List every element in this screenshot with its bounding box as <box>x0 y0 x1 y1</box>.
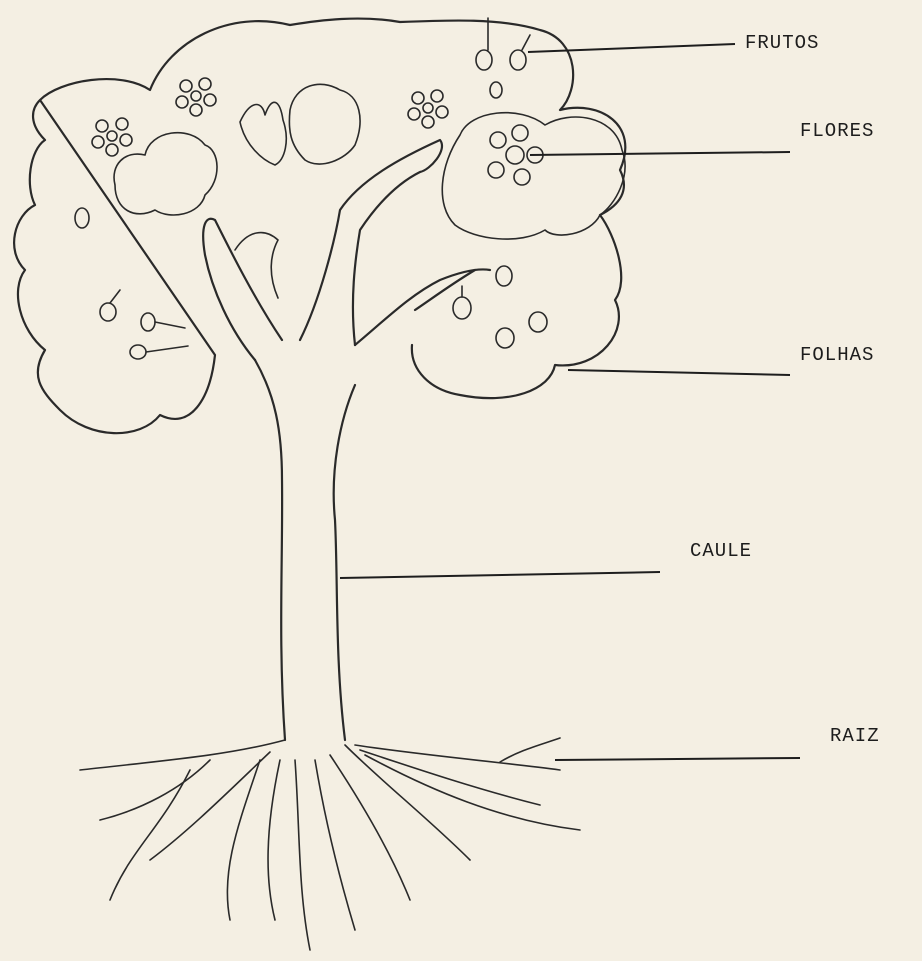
leaf-shape-2 <box>289 84 360 164</box>
flower-3 <box>408 90 448 128</box>
fruits-right <box>453 266 547 348</box>
leader-caule <box>340 572 660 578</box>
trunk-left-edge <box>255 360 285 740</box>
leaf-clump-right <box>442 113 625 239</box>
leader-folhas <box>568 370 790 375</box>
branch-left-inner <box>235 233 278 298</box>
label-caule: CAULE <box>690 540 752 562</box>
leader-flores <box>530 152 790 155</box>
leaf-shape-1 <box>240 102 286 165</box>
label-frutos: FRUTOS <box>745 32 819 54</box>
trunk-right-edge <box>334 385 355 740</box>
label-folhas: FOLHAS <box>800 344 874 366</box>
flower-2 <box>176 78 216 116</box>
flower-1 <box>92 118 132 156</box>
canopy-outline <box>14 19 625 434</box>
label-flores: FLORES <box>800 120 874 142</box>
roots <box>80 738 580 950</box>
leader-raiz <box>555 758 800 760</box>
fruits-top <box>476 18 530 98</box>
fruits-left <box>75 208 188 359</box>
leader-frutos <box>528 44 735 52</box>
branch-right <box>355 269 490 345</box>
label-raiz: RAIZ <box>830 725 880 747</box>
branch-mid <box>300 140 442 345</box>
